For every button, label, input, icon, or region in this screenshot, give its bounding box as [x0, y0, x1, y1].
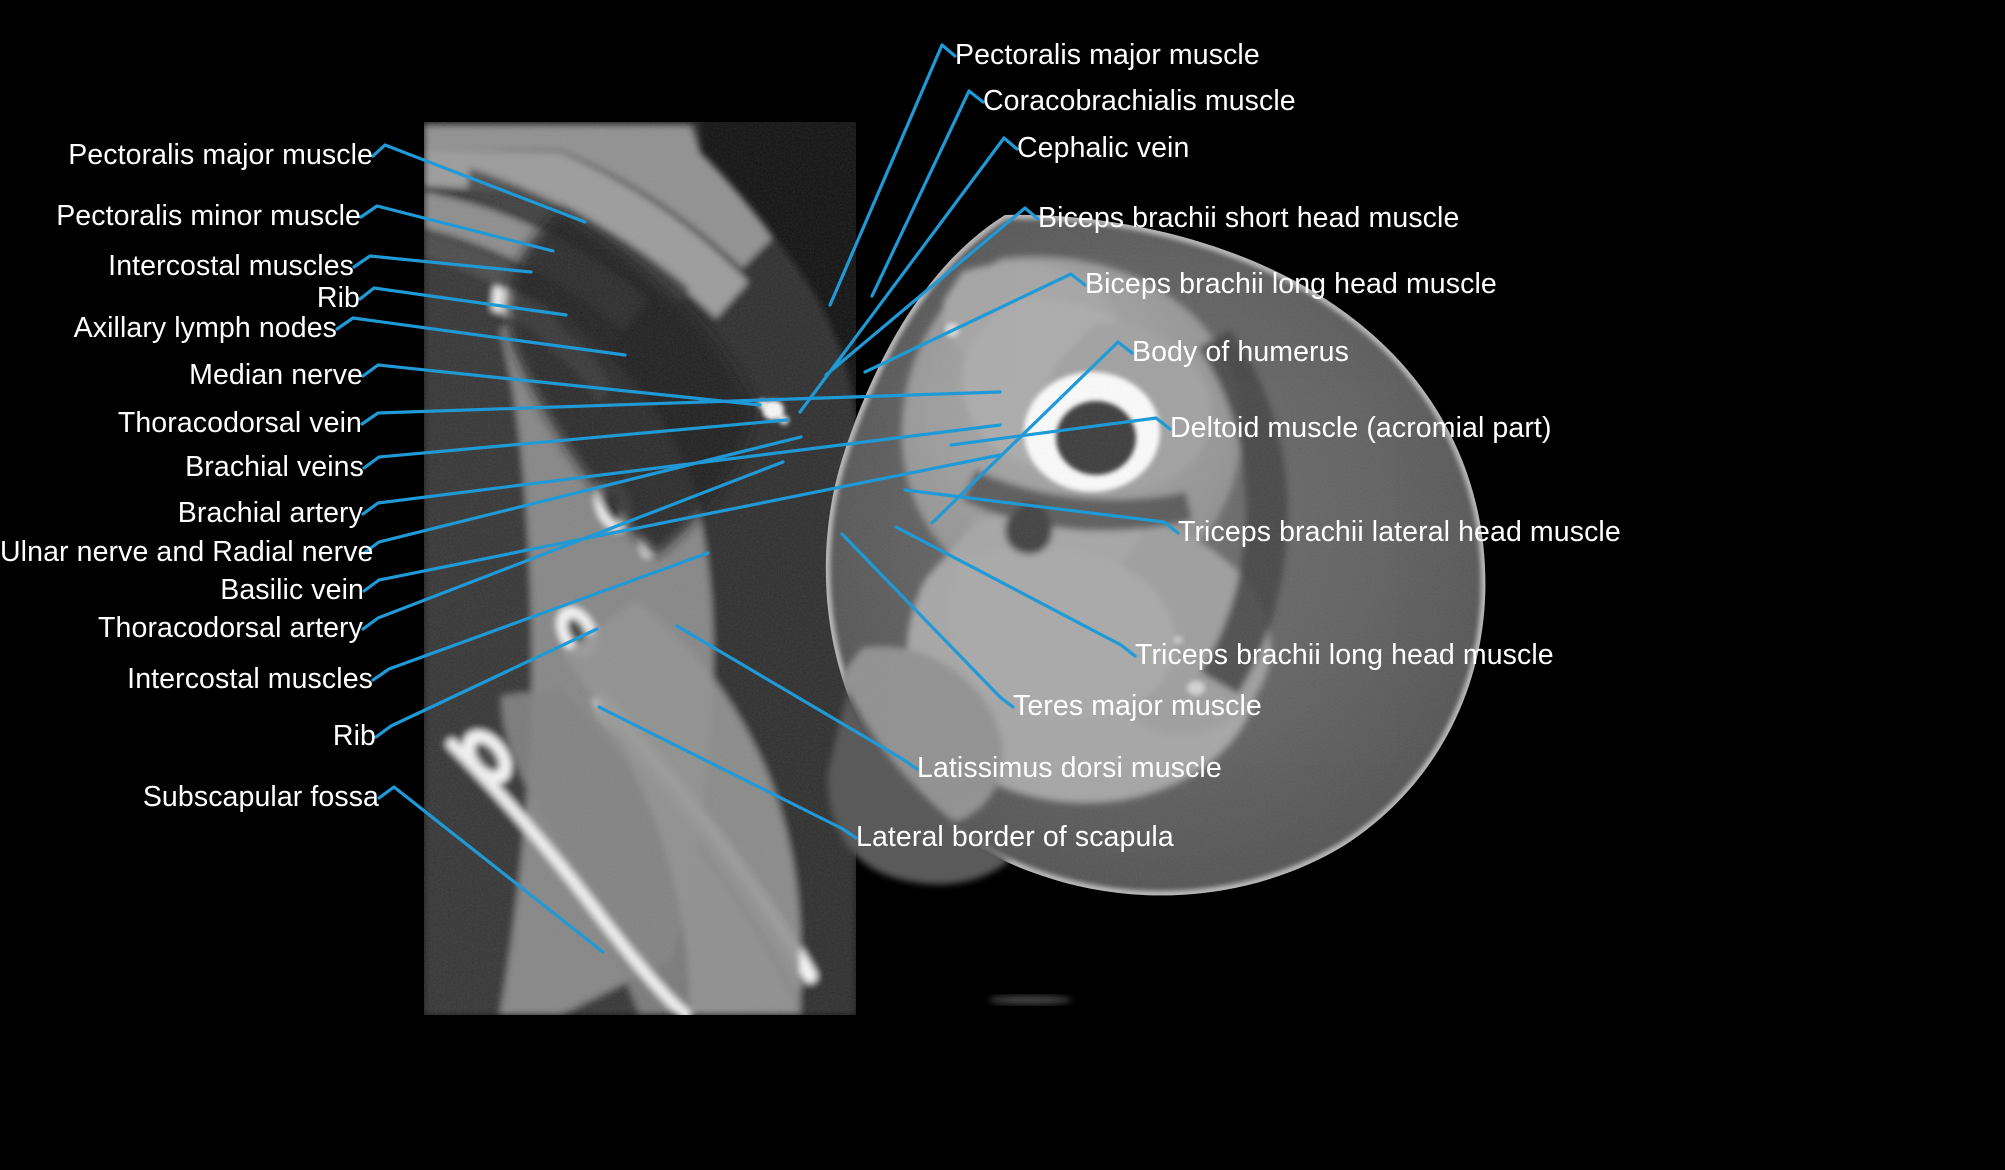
- annotation-label: Brachial veins: [185, 451, 364, 483]
- leader-line: [903, 488, 1180, 535]
- annotation-label: Cephalic vein: [1017, 132, 1190, 164]
- annotation-label: Subscapular fossa: [142, 781, 379, 813]
- annotation-label: Basilic vein: [220, 574, 364, 606]
- leader-line: [675, 624, 919, 771]
- leader-line: [870, 89, 985, 298]
- leader-line: [840, 532, 1015, 709]
- annotation-label: Biceps brachii short head muscle: [1038, 202, 1460, 234]
- leader-line: [374, 627, 599, 739]
- leader-line: [361, 423, 1002, 516]
- annotation-label: Median nerve: [189, 359, 363, 391]
- leader-line: [894, 525, 1137, 658]
- annotation-label: Teres major muscle: [1013, 690, 1262, 722]
- annotation-label: Axillary lymph nodes: [73, 312, 337, 344]
- annotation-label: Thoracodorsal vein: [117, 407, 362, 439]
- leader-line: [371, 143, 587, 224]
- annotation-label: Rib: [316, 282, 360, 314]
- annotation-label: Latissimus dorsi muscle: [917, 752, 1222, 784]
- annotation-label: Triceps brachii lateral head muscle: [1178, 516, 1621, 548]
- annotation-label: Intercostal muscles: [127, 663, 373, 695]
- annotation-label: Body of humerus: [1132, 336, 1349, 368]
- annotation-label: Pectoralis major muscle: [955, 39, 1260, 71]
- leader-line: [361, 363, 762, 407]
- leader-line: [352, 254, 533, 274]
- leader-line: [949, 416, 1172, 447]
- annotation-label: Ulnar nerve and Radial nerve: [0, 536, 374, 568]
- annotation-label: Pectoralis minor muscle: [56, 200, 361, 232]
- leader-line: [377, 785, 605, 954]
- leader-line: [371, 551, 710, 682]
- annotation-label: Biceps brachii long head muscle: [1085, 268, 1497, 300]
- leader-line: [358, 286, 568, 317]
- annotation-label: Coracobrachialis muscle: [983, 85, 1296, 117]
- leader-line: [930, 340, 1134, 525]
- leader-lines: [335, 43, 1180, 954]
- leader-line: [597, 705, 858, 840]
- leader-line: [335, 316, 627, 357]
- leader-line: [828, 43, 957, 307]
- leader-line: [798, 136, 1019, 414]
- annotation-label: Lateral border of scapula: [856, 821, 1174, 853]
- leader-line: [362, 435, 803, 555]
- annotation-label: Rib: [332, 720, 376, 752]
- annotation-label: Triceps brachii long head muscle: [1135, 639, 1554, 671]
- dicom-field: [424, 122, 856, 1015]
- annotation-label: Brachial artery: [177, 497, 363, 529]
- leader-line: [359, 204, 555, 253]
- leader-line: [362, 418, 789, 470]
- leader-line: [863, 272, 1087, 374]
- leader-line: [362, 453, 1002, 593]
- annotation-label: Pectoralis major muscle: [68, 139, 373, 171]
- leader-line: [824, 206, 1040, 377]
- leader-line: [360, 390, 1002, 426]
- annotation-label: Intercostal muscles: [108, 250, 354, 282]
- leader-line: [361, 460, 785, 631]
- annotation-label: Deltoid muscle (acromial part): [1170, 412, 1552, 444]
- annotation-label: Thoracodorsal artery: [98, 612, 363, 644]
